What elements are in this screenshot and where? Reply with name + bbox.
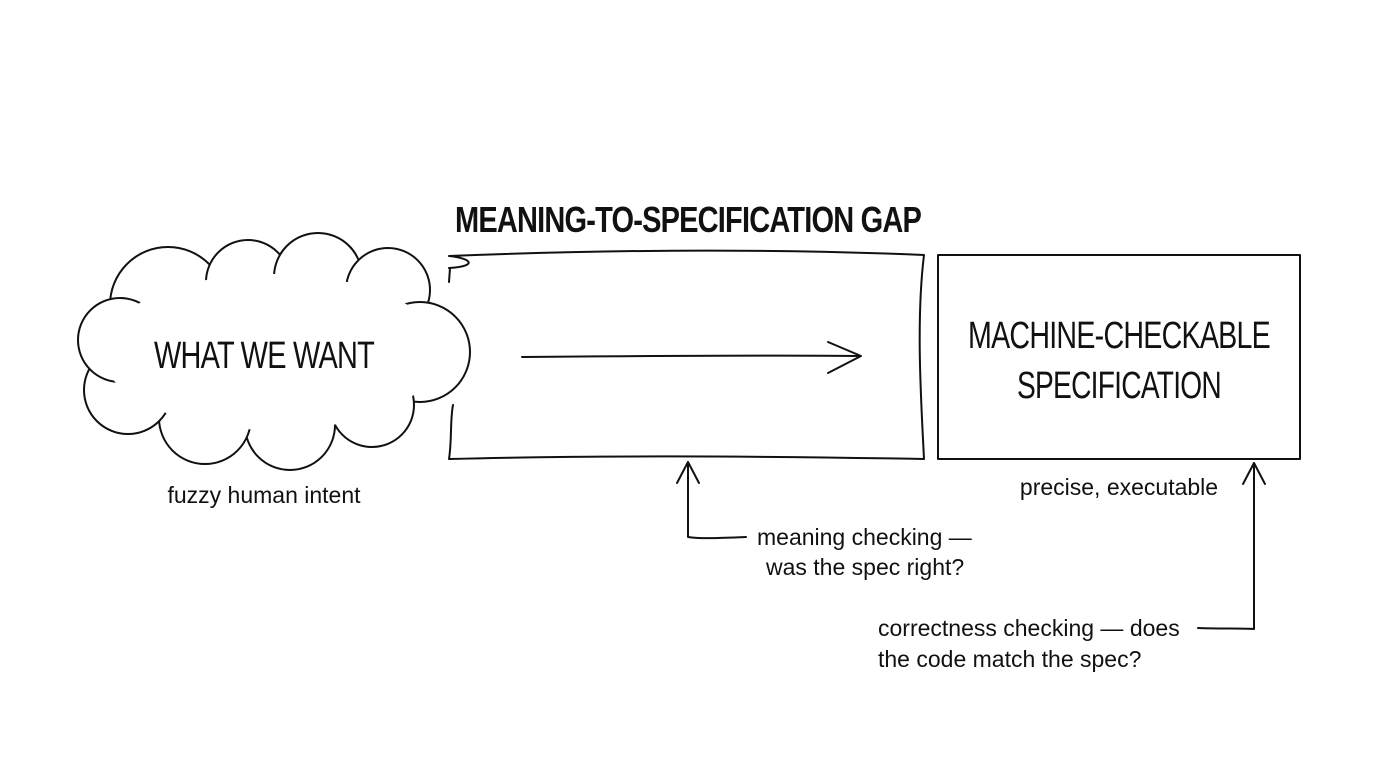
correctness-check-arrow — [1197, 462, 1266, 630]
gap-arrow — [521, 341, 862, 374]
intent-cloud: WHAT WE WANT — [77, 232, 471, 471]
intent-label: WHAT WE WANT — [154, 335, 375, 377]
meaning-check-line2: was the spec right? — [765, 554, 964, 580]
correctness-check-line1: correctness checking — does — [878, 615, 1180, 641]
spec-label-line2: SPECIFICATION — [1017, 365, 1221, 407]
meaning-check-arrow — [676, 461, 747, 540]
meaning-check-line1: meaning checking — — [757, 524, 972, 550]
correctness-check-line2: the code match the spec? — [878, 646, 1141, 672]
spec-caption: precise, executable — [1020, 474, 1218, 500]
gap-box — [448, 249, 925, 460]
gap-title: MEANING-TO-SPECIFICATION GAP — [455, 199, 921, 240]
intent-caption: fuzzy human intent — [167, 482, 361, 508]
spec-box: MACHINE-CHECKABLE SPECIFICATION — [937, 253, 1301, 461]
spec-label-line1: MACHINE-CHECKABLE — [968, 315, 1270, 357]
